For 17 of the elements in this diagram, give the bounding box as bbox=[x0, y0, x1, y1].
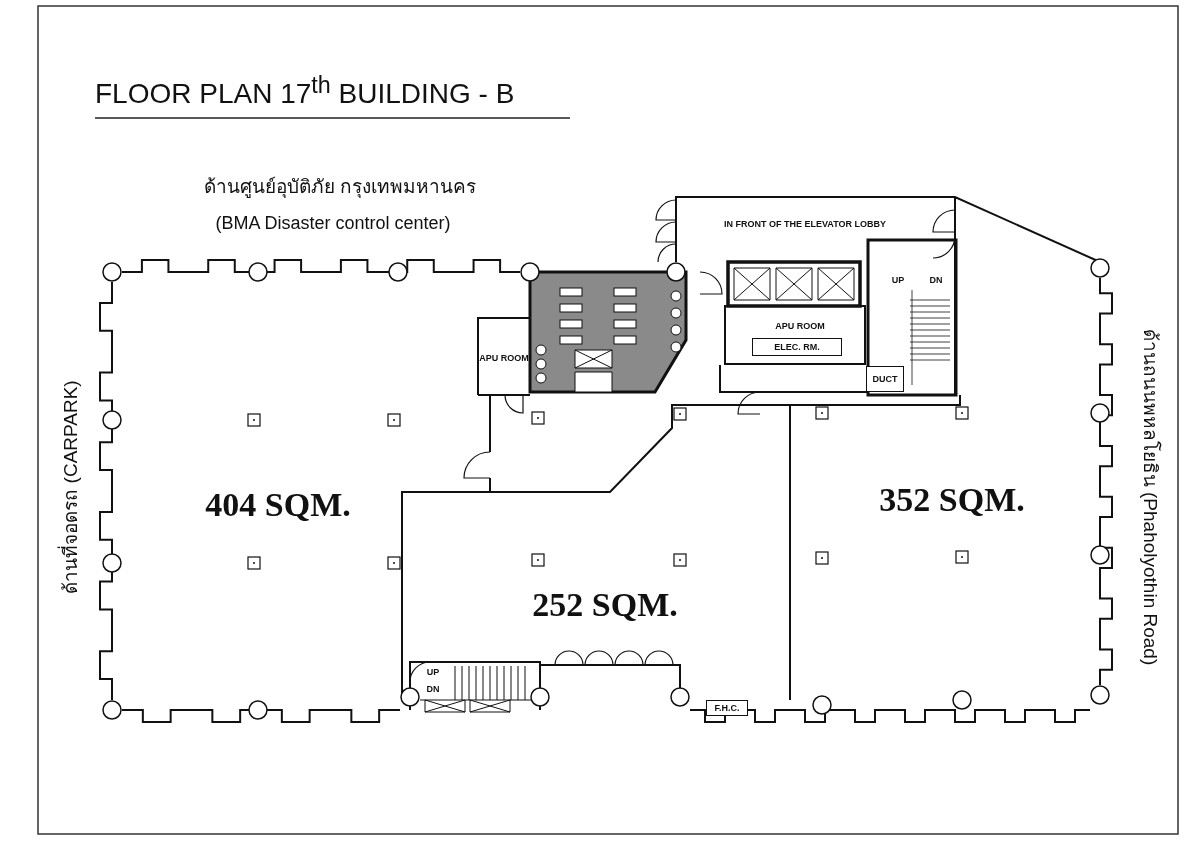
area-label: 404 SQM. bbox=[205, 488, 351, 522]
stair-label: DN bbox=[426, 684, 440, 694]
cabinet-box: F.H.C. bbox=[706, 700, 748, 716]
side-label: ด้านถนนพหลโยธิน (Phaholyothin Road) bbox=[1140, 328, 1160, 666]
area-label: 252 SQM. bbox=[532, 588, 678, 622]
stair-label: UP bbox=[426, 667, 440, 677]
room-label: APU ROOM bbox=[775, 321, 825, 331]
room-label: IN FRONT OF THE ELEVATOR LOBBY bbox=[724, 219, 886, 229]
stair-label: UP bbox=[891, 275, 905, 285]
side-label: (BMA Disaster control center) bbox=[215, 214, 451, 232]
area-label: 352 SQM. bbox=[879, 483, 1025, 517]
room-label: APU ROOM bbox=[479, 353, 529, 363]
title: FLOOR PLAN 17$^{th}$ BUILDING - B bbox=[95, 74, 515, 109]
side-label: ด้านศูนย์อุบัติภัย กรุงเทพมหานคร bbox=[203, 176, 477, 196]
stair-label: DN bbox=[929, 275, 943, 285]
room-box: ELEC. RM. bbox=[752, 338, 842, 356]
duct-box: DUCT bbox=[866, 366, 904, 392]
